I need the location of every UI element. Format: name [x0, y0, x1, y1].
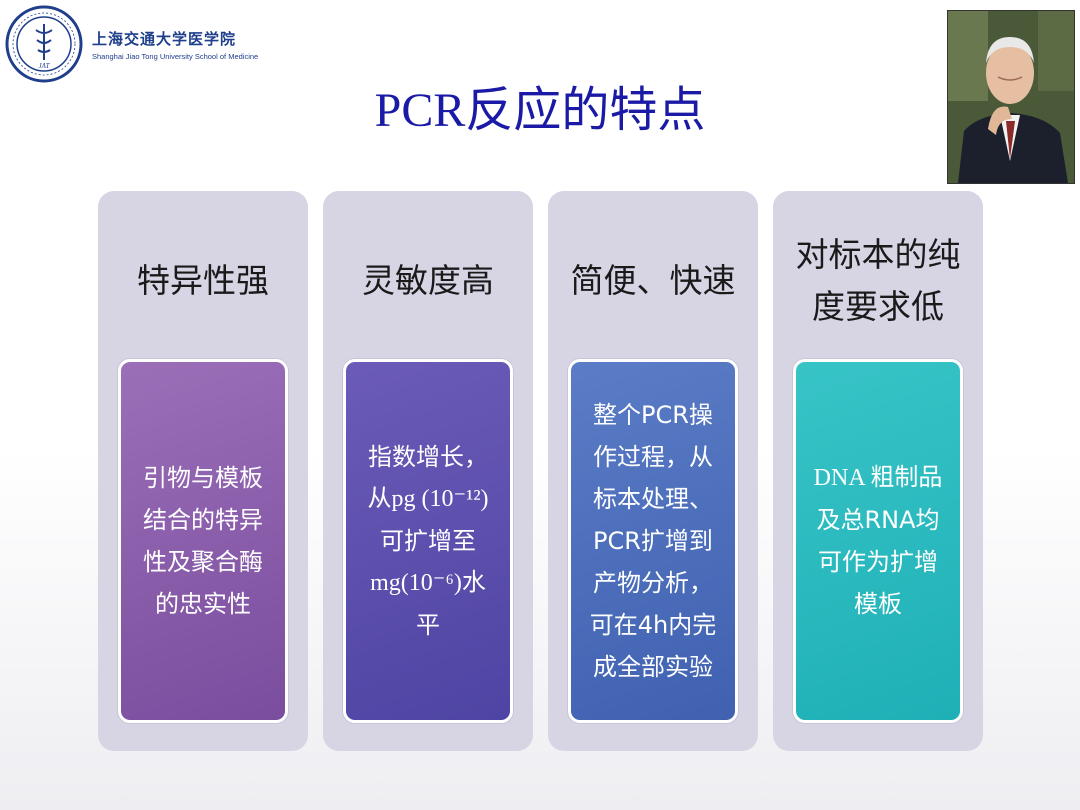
card-heading-line: 对标本的纯: [795, 235, 961, 274]
school-seal-icon: JAT: [5, 5, 83, 83]
feature-card-sensitivity: 灵敏度高 指数增长， 从pg (10⁻¹²) 可扩增至 mg(10⁻⁶)水 平: [323, 191, 533, 751]
card-text-line: mg(10⁻⁶)水: [370, 570, 486, 596]
portrait-photo: [947, 10, 1075, 184]
card-text-line: 标本处理、: [592, 485, 713, 513]
card-heading: 对标本的纯 度要求低: [779, 221, 977, 341]
card-heading-line: 简便、快速: [570, 261, 736, 300]
card-text-line: 从pg (10⁻¹²): [367, 486, 489, 512]
school-name-cn: 上海交通大学医学院: [92, 29, 237, 48]
card-heading-line: 特异性强: [137, 261, 269, 300]
card-text-line: 指数增长，: [367, 443, 488, 471]
school-name-en: Shanghai Jiao Tong University School of …: [92, 51, 259, 61]
card-text-line: 可扩增至: [379, 527, 476, 555]
card-text-line: DNA 粗制品: [813, 465, 943, 491]
card-text-line: 可作为扩增: [817, 548, 938, 576]
card-description: DNA 粗制品 及总RNA均 可作为扩增 模板: [793, 359, 963, 723]
feature-card-specificity: 特异性强 引物与模板 结合的特异 性及聚合酶 的忠实性: [98, 191, 308, 751]
card-description: 引物与模板 结合的特异 性及聚合酶 的忠实性: [118, 359, 288, 723]
card-text-line: 的忠实性: [155, 590, 251, 618]
card-text-line: 引物与模板: [143, 464, 263, 492]
feature-card-purity: 对标本的纯 度要求低 DNA 粗制品 及总RNA均 可作为扩增 模板: [773, 191, 983, 751]
feature-card-speed: 简便、快速 整个PCR操 作过程，从 标本处理、 PCR扩增到 产物分析， 可在…: [548, 191, 758, 751]
svg-text:JAT: JAT: [38, 62, 50, 70]
card-text-line: 平: [415, 611, 440, 639]
card-heading-line: 度要求低: [812, 287, 944, 326]
card-text-line: 性及聚合酶: [143, 548, 263, 576]
card-heading: 特异性强: [104, 221, 302, 341]
card-text-line: 结合的特异: [143, 506, 263, 534]
portrait-image: [948, 11, 1074, 183]
page-title: PCR反应的特点: [374, 84, 706, 137]
card-description: 指数增长， 从pg (10⁻¹²) 可扩增至 mg(10⁻⁶)水 平: [343, 359, 513, 723]
card-heading: 灵敏度高: [329, 221, 527, 341]
card-text-line: 模板: [853, 590, 902, 618]
card-heading: 简便、快速: [554, 221, 752, 341]
school-logo: JAT 上海交通大学医学院 Shanghai Jiao Tong Univers…: [4, 4, 258, 84]
card-text-line: 可在4h内完: [589, 611, 717, 639]
card-text-line: 成全部实验: [592, 653, 713, 681]
card-text-line: 产物分析，: [592, 569, 713, 597]
card-text-line: 整个PCR操: [593, 401, 713, 429]
card-heading-line: 灵敏度高: [362, 261, 494, 300]
card-text-line: 及总RNA均: [816, 506, 940, 534]
card-text-line: PCR扩增到: [593, 527, 713, 555]
card-text-line: 作过程，从: [592, 443, 713, 471]
card-description: 整个PCR操 作过程，从 标本处理、 PCR扩增到 产物分析， 可在4h内完 成…: [568, 359, 738, 723]
